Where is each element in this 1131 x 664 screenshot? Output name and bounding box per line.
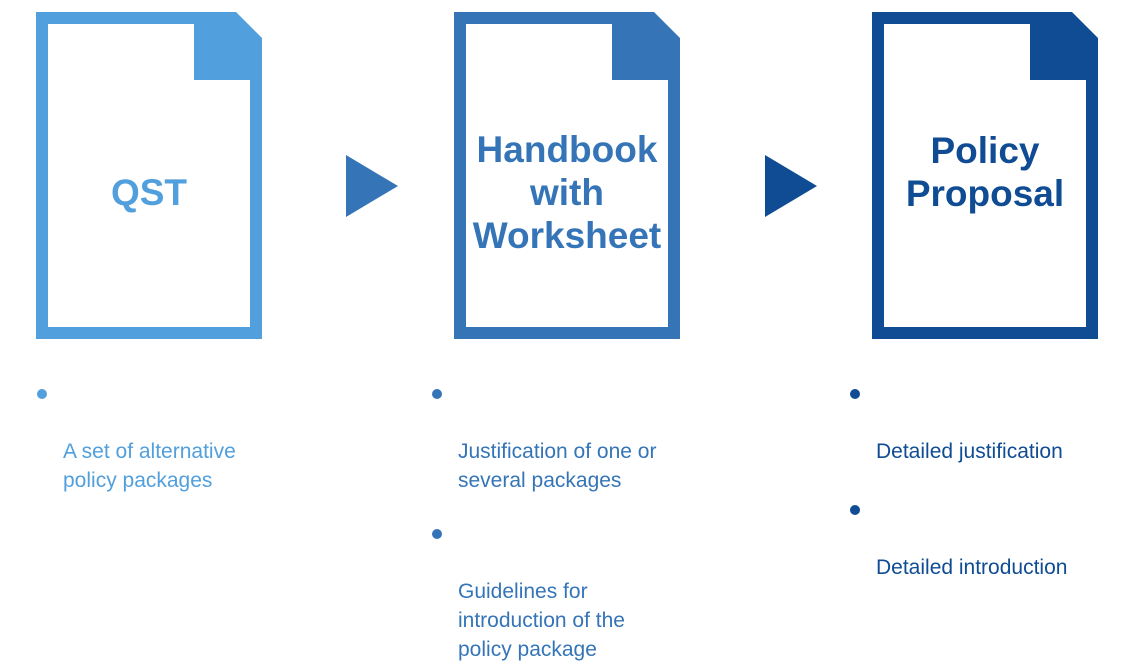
bullet-list-handbook: Justification of one or several packages…	[432, 379, 656, 664]
list-item: Detailed justification	[850, 379, 1067, 466]
bullet-text: Detailed introduction	[876, 556, 1068, 579]
document-icon	[454, 12, 680, 339]
document-icon	[872, 12, 1098, 339]
triangle-right-icon	[346, 155, 398, 217]
flow-arrow-1	[346, 155, 398, 217]
document-title-policy-proposal: Policy Proposal	[905, 130, 1065, 214]
bullet-list-policy-proposal: Detailed justification Detailed introduc…	[850, 379, 1067, 582]
list-item: Guidelines for introduction of the polic…	[432, 519, 656, 664]
dot-icon	[432, 529, 442, 539]
bullet-text: Detailed justification	[876, 440, 1063, 463]
bullet-list-qst: A set of alternative policy packages	[37, 379, 236, 495]
document-handbook: Handbook with Worksheet	[454, 12, 680, 339]
document-icon	[36, 12, 262, 339]
bullet-text: A set of alternative policy packages	[63, 440, 236, 492]
dot-icon	[432, 389, 442, 399]
bullet-text: Guidelines for introduction of the polic…	[458, 580, 625, 661]
document-title-qst: QST	[110, 171, 188, 213]
dot-icon	[37, 389, 47, 399]
document-qst: QST	[36, 12, 262, 339]
document-title-handbook: Handbook with Worksheet	[472, 128, 662, 256]
triangle-right-icon	[765, 155, 817, 217]
list-item: Detailed introduction	[850, 495, 1067, 582]
flow-arrow-2	[765, 155, 817, 217]
dot-icon	[850, 505, 860, 515]
list-item: Justification of one or several packages	[432, 379, 656, 495]
list-item: A set of alternative policy packages	[37, 379, 236, 495]
document-policy-proposal: Policy Proposal	[872, 12, 1098, 339]
bullet-text: Justification of one or several packages	[458, 440, 657, 492]
dot-icon	[850, 389, 860, 399]
